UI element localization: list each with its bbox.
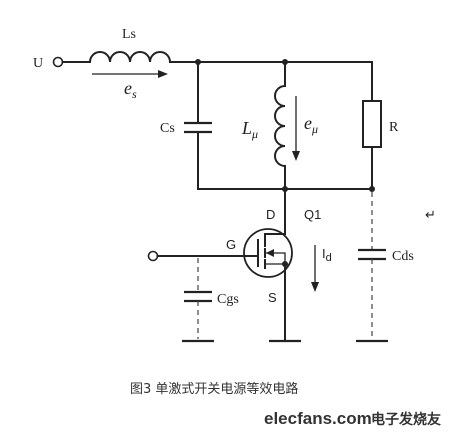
gate-label: G [226, 237, 236, 252]
gate-terminal [147, 250, 159, 262]
input-terminal [52, 56, 64, 68]
mosfet-circle [243, 228, 293, 278]
cds-label: Cds [392, 249, 414, 264]
source-label: S [268, 290, 277, 305]
q1-label: Q1 [304, 207, 321, 222]
emu-arrowhead [292, 151, 300, 161]
resistor-r [362, 100, 382, 148]
input-label: U [33, 56, 43, 71]
watermark-site: elecfans.com [264, 409, 372, 428]
body-arrowhead [266, 249, 274, 257]
inductor-lmu [274, 84, 287, 168]
return-mark: ↵ [425, 207, 436, 222]
body-arrow [265, 252, 286, 268]
junction-dot [369, 186, 375, 192]
figure-caption: 图3 单激式开关电源等效电路 [130, 381, 298, 397]
inductor-ls [88, 51, 172, 64]
drain-label: D [266, 207, 275, 222]
cgs-label: Cgs [217, 292, 239, 307]
id-arrowhead [311, 282, 319, 292]
es-label: es [124, 78, 137, 101]
ls-label: Ls [122, 27, 136, 42]
es-arrowhead [158, 70, 168, 78]
emu-label: eμ [304, 113, 318, 136]
watermark-brand: 电子发烧友 [371, 411, 441, 428]
lmu-label: Lμ [241, 118, 258, 141]
id-label: Id [322, 246, 332, 264]
cs-label: Cs [160, 121, 175, 136]
r-label: R [389, 120, 399, 135]
